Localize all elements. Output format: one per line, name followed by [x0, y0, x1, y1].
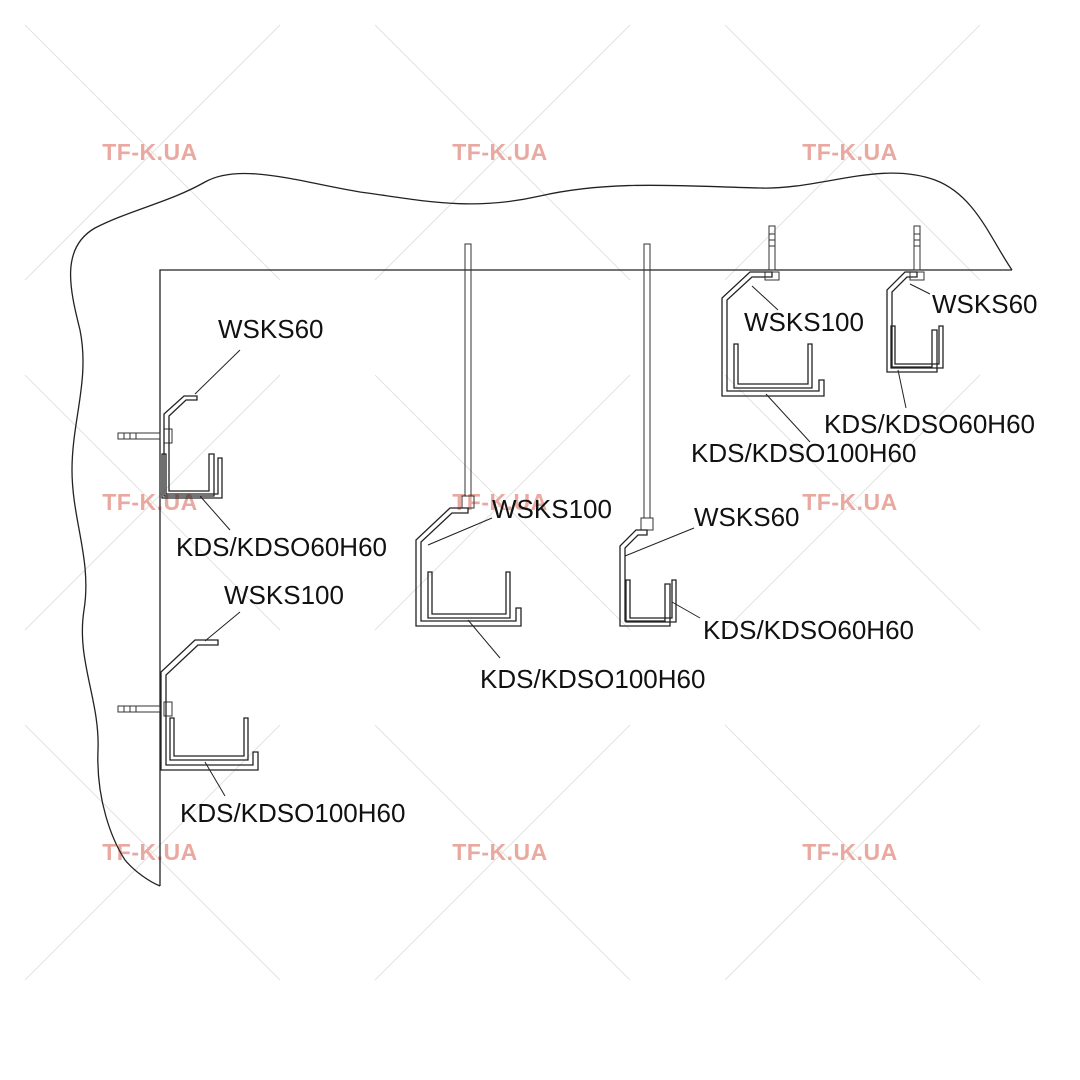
support-label: WSKS100: [224, 580, 344, 610]
support-bracket: [163, 395, 215, 497]
watermark: TF-K.UA: [802, 139, 897, 165]
wall-mount-lower: WSKS100 KDS/KDSO100H60: [117, 580, 405, 828]
cable-tray: [169, 717, 249, 761]
support-label: WSKS100: [744, 307, 864, 337]
cable-tray: [890, 325, 944, 369]
tray-label: KDS/KDSO100H60: [180, 798, 405, 828]
tray-label: KDS/KDSO60H60: [176, 532, 387, 562]
support-label: WSKS60: [694, 502, 800, 532]
watermark: TF-K.UA: [452, 839, 547, 865]
watermark: TF-K.UA: [102, 489, 197, 515]
background-pattern: [24, 24, 981, 981]
watermark: TF-K.UA: [452, 139, 547, 165]
support-bracket: [721, 271, 825, 397]
rod-nut: [640, 517, 654, 531]
watermark: TF-K.UA: [802, 489, 897, 515]
watermark: TF-K.UA: [802, 839, 897, 865]
ceiling-mount-right: WSKS60 KDS/KDSO60H60: [824, 225, 1038, 439]
wall-mount-upper: WSKS60 KDS/KDSO60H60: [117, 314, 387, 562]
tray-label: KDS/KDSO100H60: [480, 664, 705, 694]
support-label: WSKS60: [218, 314, 324, 344]
rod-mount-left: WSKS100 KDS/KDSO100H60: [415, 243, 705, 694]
tray-label: KDS/KDSO60H60: [824, 409, 1035, 439]
threaded-rod: [643, 243, 651, 519]
anchor-bolt: [117, 701, 173, 717]
rod-mount-right: WSKS60 KDS/KDSO60H60: [619, 243, 914, 645]
watermarks: TF-K.UA TF-K.UA TF-K.UA TF-K.UA TF-K.UA …: [102, 139, 897, 865]
support-label: WSKS60: [932, 289, 1038, 319]
threaded-rod: [464, 243, 472, 497]
watermark: TF-K.UA: [102, 839, 197, 865]
cable-tray: [427, 571, 511, 619]
support-bracket: [619, 529, 671, 627]
support-label: WSKS100: [492, 494, 612, 524]
tray-label: KDS/KDSO100H60: [691, 438, 916, 468]
tray-label: KDS/KDSO60H60: [703, 615, 914, 645]
ceiling-mount-left: WSKS100 KDS/KDSO100H60: [691, 225, 916, 468]
support-bracket: [415, 507, 522, 627]
support-bracket: [160, 639, 259, 771]
cable-tray: [625, 579, 677, 623]
watermark: TF-K.UA: [102, 139, 197, 165]
wall-ceiling-outline: [69, 172, 1013, 887]
cable-tray: [161, 453, 223, 499]
support-bracket: [886, 271, 938, 373]
cable-tray: [733, 343, 813, 389]
